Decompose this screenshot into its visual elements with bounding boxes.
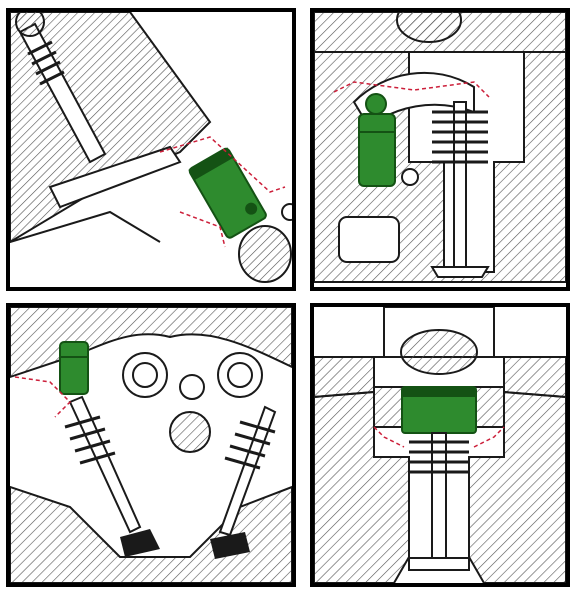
pushrod-lifter-diagram <box>314 12 566 283</box>
oil-passage <box>373 426 505 448</box>
valve-springs <box>64 415 276 470</box>
valve-head <box>408 557 470 571</box>
spark-plug-bore <box>169 411 211 453</box>
valve-spring <box>27 40 65 86</box>
port-opening <box>338 216 400 263</box>
intake-valve-stem <box>68 395 142 534</box>
bucket-tappet-diagram <box>314 307 566 583</box>
rocker-arm <box>48 145 182 209</box>
panel-rocker-arm-lifter <box>6 8 296 291</box>
pushrod-ball <box>401 168 419 186</box>
oil-passage <box>159 136 286 248</box>
oil-passage <box>14 376 72 418</box>
shaft-end <box>281 203 292 221</box>
cam-lobe <box>238 225 292 283</box>
valve-head-right <box>210 532 250 559</box>
oil-passage <box>333 81 490 98</box>
valve-spring <box>432 110 488 164</box>
center-shaft <box>179 374 205 400</box>
valve-spring <box>409 440 469 474</box>
hydraulic-lifter <box>188 147 267 239</box>
rocker-arm-diagram <box>10 12 292 283</box>
hydraulic-lifter <box>59 341 89 395</box>
camshaft-top <box>15 12 45 37</box>
valve-stem <box>453 101 467 268</box>
camshaft <box>396 12 462 43</box>
dual-valve-diagram <box>10 307 292 583</box>
panel-dual-valve <box>6 303 296 587</box>
valve-head <box>430 266 490 278</box>
panel-pushrod-lifter <box>310 8 570 291</box>
lower-outline <box>10 210 161 243</box>
valve-head-left <box>120 529 160 557</box>
hydraulic-lifter <box>358 93 396 187</box>
panel-bucket-tappet <box>310 303 570 587</box>
bucket-tappet <box>401 386 477 434</box>
camshaft <box>400 329 478 375</box>
